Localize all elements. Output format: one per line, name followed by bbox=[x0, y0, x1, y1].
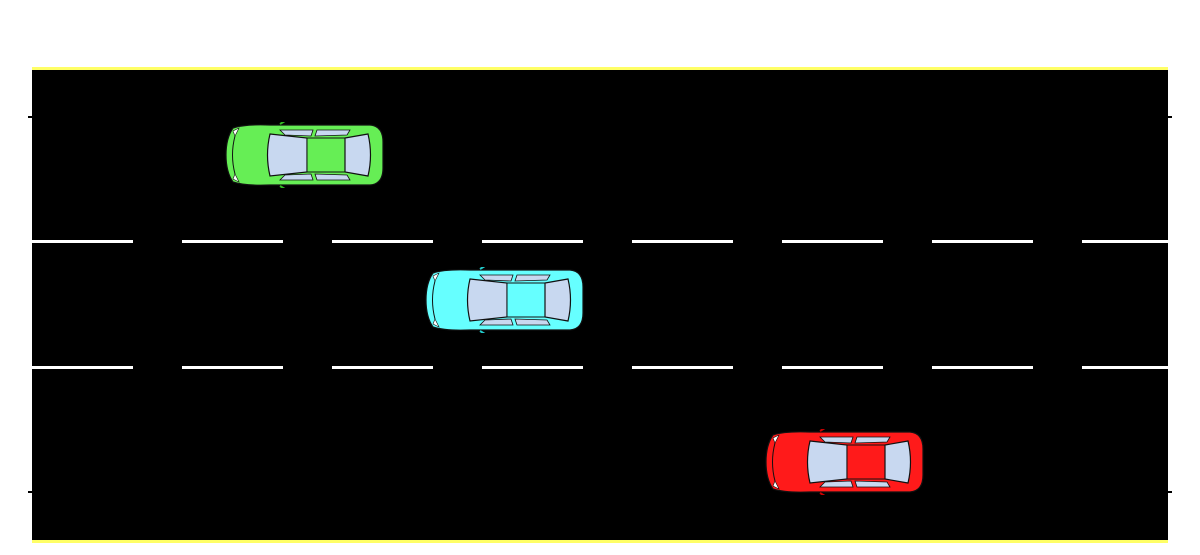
lane-edge-tick bbox=[1168, 116, 1172, 118]
lane-divider-dash bbox=[1082, 240, 1168, 243]
lane-divider-dash bbox=[1082, 366, 1168, 369]
lane-divider-dash bbox=[932, 366, 1033, 369]
lane-divider-dash bbox=[932, 240, 1033, 243]
lane-divider-dash bbox=[782, 240, 883, 243]
cyan-car bbox=[425, 265, 585, 335]
lane-edge-tick bbox=[1168, 491, 1172, 493]
lane-divider-dash bbox=[182, 240, 283, 243]
lane-edge-tick bbox=[28, 491, 32, 493]
green-car bbox=[225, 120, 385, 190]
lane-edge-tick bbox=[28, 116, 32, 118]
lane-divider-dash bbox=[782, 366, 883, 369]
lane-divider-dash bbox=[632, 366, 733, 369]
red-car bbox=[765, 427, 925, 497]
lane-divider-dash bbox=[482, 240, 583, 243]
road bbox=[32, 67, 1168, 543]
lane-divider-dash bbox=[482, 366, 583, 369]
lane-divider-dash bbox=[182, 366, 283, 369]
lane-divider-dash bbox=[32, 240, 133, 243]
lane-divider-dash bbox=[332, 240, 433, 243]
lane-divider-dash bbox=[32, 366, 133, 369]
lane-divider-dash bbox=[332, 366, 433, 369]
lane-divider-dash bbox=[632, 240, 733, 243]
